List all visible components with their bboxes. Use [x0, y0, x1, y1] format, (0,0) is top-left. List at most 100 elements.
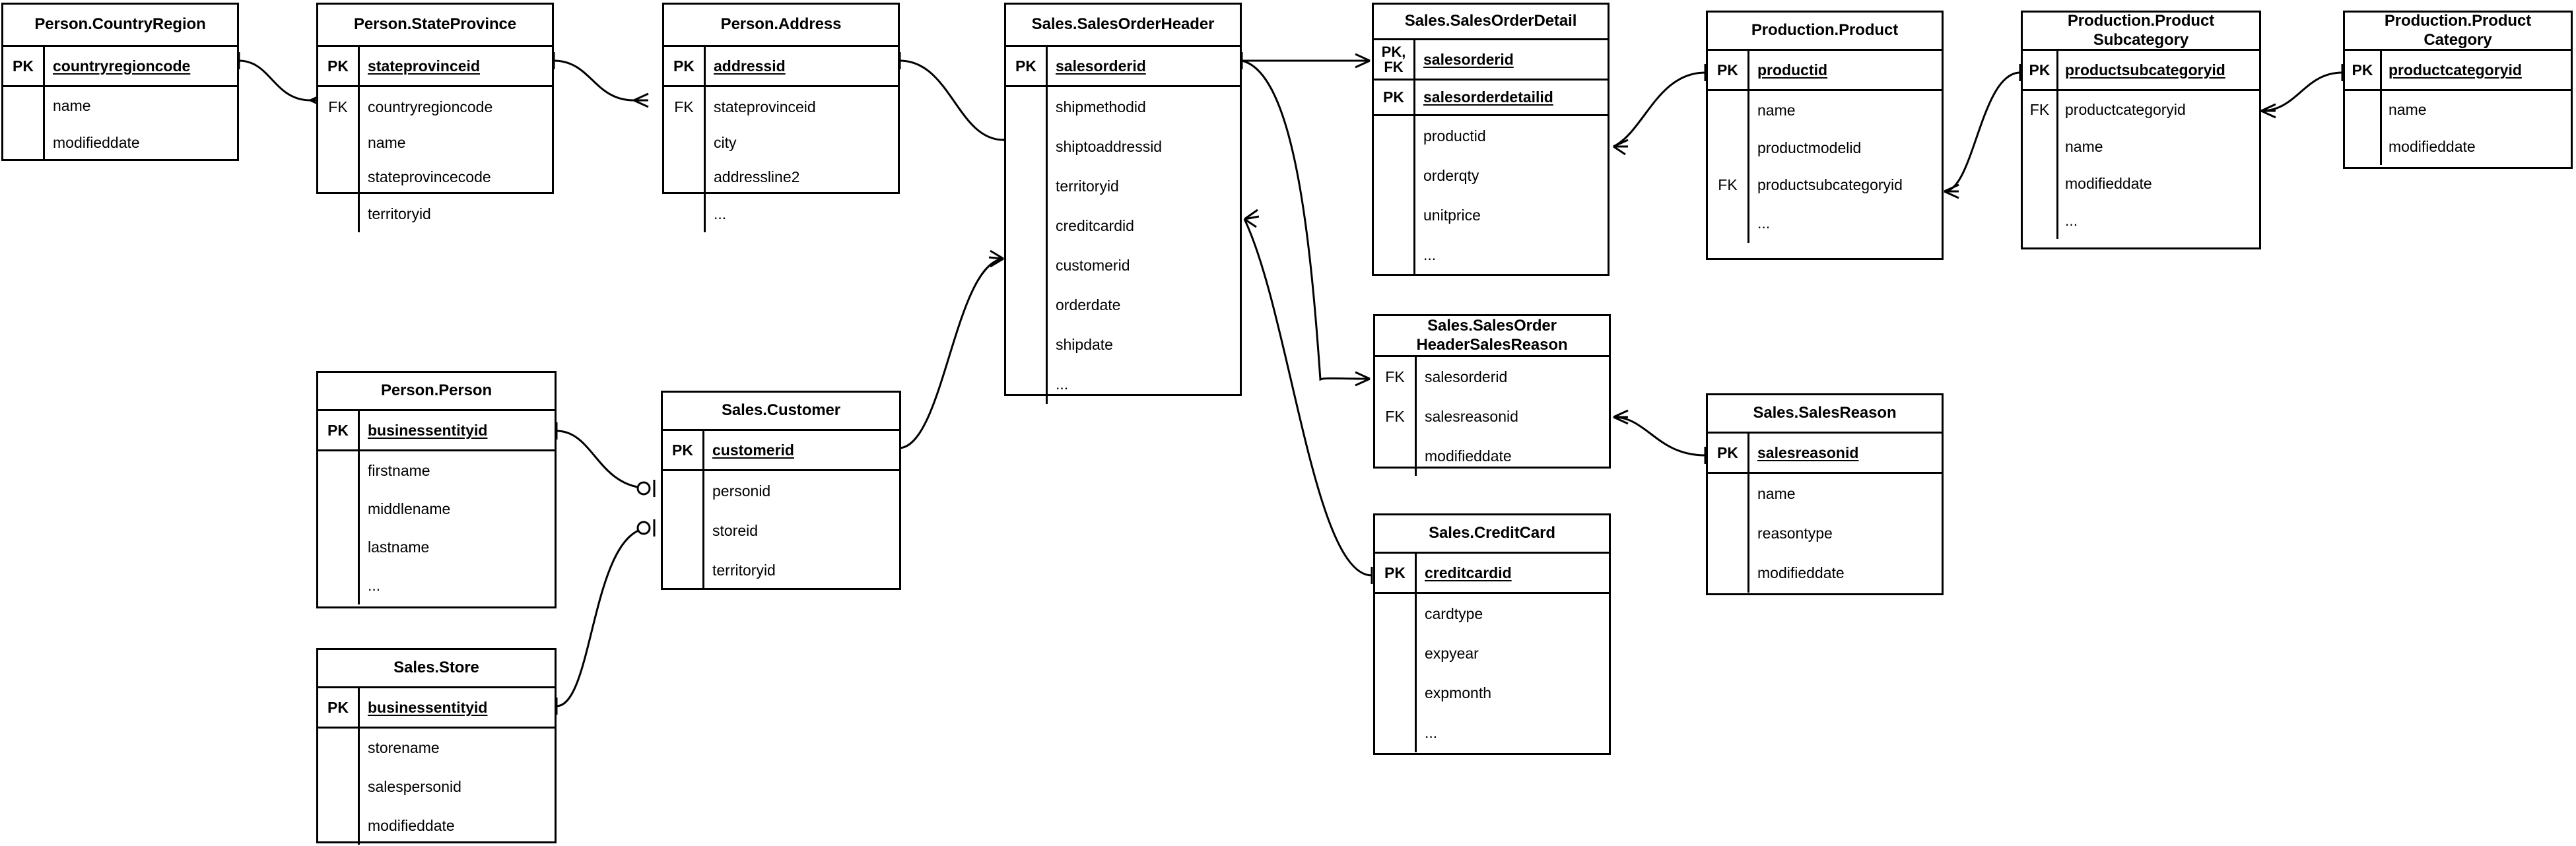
attribute-row[interactable]: middlename [318, 490, 555, 528]
attribute-row[interactable]: storeid [663, 511, 899, 550]
entity-sales-creditcard[interactable]: Sales.CreditCard PK creditcardid cardtyp… [1373, 513, 1611, 755]
entity-production-product[interactable]: Production.Product PK productid name pro… [1706, 11, 1944, 260]
attribute-row[interactable]: storename [318, 729, 555, 767]
attribute-row[interactable]: salespersonid [318, 767, 555, 806]
attribute-row[interactable]: PK, FK salesorderid [1374, 40, 1608, 79]
attribute-row[interactable]: shiptoaddressid [1006, 127, 1240, 166]
attribute-row[interactable]: ... [1006, 364, 1240, 404]
entity-person-address[interactable]: Person.Address PK addressid FK stateprov… [662, 3, 900, 232]
attribute-name: salesorderid [1423, 50, 1514, 68]
attribute-row[interactable]: name [3, 87, 237, 124]
attribute-row[interactable]: modifieddate [1375, 436, 1609, 476]
attribute-row[interactable]: orderqty [1374, 156, 1608, 195]
attribute-row[interactable]: PK productsubcategoryid [2023, 51, 2259, 89]
attribute-row[interactable]: FK salesorderid [1375, 357, 1609, 397]
attribute-row[interactable]: ... [2023, 202, 2259, 239]
attribute-row[interactable]: FK productcategoryid [2023, 91, 2259, 128]
attribute-row[interactable]: orderdate [1006, 285, 1240, 325]
attribute-row[interactable]: PK productcategoryid [2345, 51, 2571, 89]
attribute-row[interactable]: productid [1374, 116, 1608, 156]
attribute-row[interactable]: FK productsubcategoryid [1708, 166, 1942, 203]
attribute-row[interactable]: ... [1708, 203, 1942, 243]
attribute-row[interactable]: PK creditcardid [1375, 554, 1609, 592]
entity-attr-section: FK stateprovinceid city addressline2 ... [664, 85, 898, 232]
entity-key-section: PK productid [1708, 51, 1942, 89]
attribute-name: ... [368, 576, 381, 594]
attribute-row[interactable]: personid [663, 471, 899, 511]
attribute-row[interactable]: PK salesorderdetailid [1374, 79, 1608, 114]
attribute-row[interactable]: ... [1375, 713, 1609, 752]
attribute-row[interactable]: PK businessentityid [318, 688, 555, 727]
attribute-row[interactable]: PK salesreasonid [1708, 434, 1942, 472]
edge-person-customer [555, 422, 656, 497]
attribute-row[interactable]: PK businessentityid [318, 411, 555, 449]
attribute-name: modifieddate [368, 816, 455, 834]
entity-sales-customer[interactable]: Sales.Customer PK customerid personid st… [661, 391, 901, 590]
attribute-name: addressid [714, 57, 786, 75]
attribute-row[interactable]: FK stateprovinceid [664, 87, 898, 127]
attribute-row[interactable]: name [1708, 91, 1942, 129]
edge-creditcard-salesorderheader [1243, 209, 1373, 584]
attribute-row[interactable]: addressline2 [664, 158, 898, 195]
attribute-row[interactable]: FK salesreasonid [1375, 397, 1609, 436]
entity-production-productcategory[interactable]: Production.Product Category PK productca… [2343, 11, 2573, 169]
attribute-row[interactable]: shipmethodid [1006, 87, 1240, 127]
key-label: FK [318, 87, 360, 127]
attribute-row[interactable]: creditcardid [1006, 206, 1240, 245]
attribute-row[interactable]: firstname [318, 451, 555, 490]
attribute-name: salespersonid [368, 777, 461, 795]
attribute-row[interactable]: territoryid [1006, 166, 1240, 206]
attribute-row[interactable]: name [2345, 91, 2571, 128]
entity-person-stateprovince[interactable]: Person.StateProvince PK stateprovinceid … [316, 3, 554, 232]
entity-sales-salesorderdetail[interactable]: Sales.SalesOrderDetail PK, FK salesorder… [1372, 3, 1610, 276]
key-label: PK [318, 411, 360, 449]
attribute-row[interactable]: PK salesorderid [1006, 47, 1240, 85]
entity-sales-salesreason[interactable]: Sales.SalesReason PK salesreasonid name … [1706, 393, 1944, 595]
attribute-row[interactable]: PK addressid [664, 47, 898, 85]
attribute-row[interactable]: territoryid [663, 550, 899, 590]
entity-sales-salesorderheader[interactable]: Sales.SalesOrderHeader PK salesorderid s… [1004, 3, 1242, 404]
attribute-row[interactable]: PK stateprovinceid [318, 47, 552, 85]
attribute-row[interactable]: modifieddate [1708, 553, 1942, 593]
attribute-row[interactable]: ... [318, 566, 555, 604]
entity-attr-section: storename salespersonid modifieddate [318, 727, 555, 845]
attribute-row[interactable]: modifieddate [3, 124, 237, 161]
edge-productsubcategory-product [1944, 64, 2021, 199]
attribute-row[interactable]: name [318, 127, 552, 158]
attribute-row[interactable]: stateprovincecode [318, 158, 552, 195]
attribute-row[interactable]: PK productid [1708, 51, 1942, 89]
attribute-row[interactable]: productmodelid [1708, 129, 1942, 166]
attribute-row[interactable]: PK customerid [663, 431, 899, 469]
entity-title: Sales.CreditCard [1375, 515, 1609, 554]
attribute-row[interactable]: shipdate [1006, 325, 1240, 364]
attribute-row[interactable]: modifieddate [318, 806, 555, 845]
entity-person-countryregion[interactable]: Person.CountryRegion PK countryregioncod… [1, 3, 239, 161]
entity-sales-store[interactable]: Sales.Store PK businessentityid storenam… [316, 648, 557, 845]
attribute-row[interactable]: customerid [1006, 245, 1240, 285]
attribute-row[interactable]: modifieddate [2345, 128, 2571, 165]
attribute-row[interactable]: expyear [1375, 634, 1609, 673]
attribute-row[interactable]: territoryid [318, 195, 552, 232]
entity-production-productsubcategory[interactable]: Production.Product Subcategory PK produc… [2021, 11, 2261, 249]
key-label [1708, 553, 1749, 593]
attribute-row[interactable]: lastname [318, 528, 555, 566]
attribute-row[interactable]: FK countryregioncode [318, 87, 552, 127]
entity-title: Person.Address [664, 5, 898, 47]
edge-address-salesorderheader [898, 52, 1019, 148]
key-label [2345, 91, 2382, 128]
attribute-row[interactable]: city [664, 127, 898, 158]
attribute-row[interactable]: ... [1374, 235, 1608, 275]
attribute-row[interactable]: ... [664, 195, 898, 232]
attribute-row[interactable]: modifieddate [2023, 165, 2259, 202]
attribute-row[interactable]: name [2023, 128, 2259, 165]
attribute-row[interactable]: unitprice [1374, 195, 1608, 235]
entity-sales-salesorderheadersalesreason[interactable]: Sales.SalesOrder HeaderSalesReason FK sa… [1373, 314, 1611, 476]
attribute-row[interactable]: name [1708, 474, 1942, 513]
entity-person-person[interactable]: Person.Person PK businessentityid firstn… [316, 371, 557, 608]
key-label: PK [1708, 51, 1749, 89]
attribute-row[interactable]: expmonth [1375, 673, 1609, 713]
attribute-row[interactable]: reasontype [1708, 513, 1942, 553]
attribute-row[interactable]: PK countryregioncode [3, 47, 237, 85]
attribute-row[interactable]: cardtype [1375, 594, 1609, 634]
attribute-name: expyear [1425, 644, 1479, 662]
